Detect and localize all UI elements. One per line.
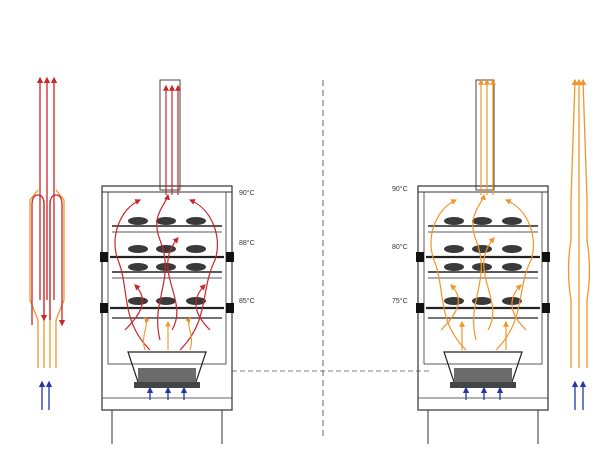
left-bracket-3 [100, 303, 108, 313]
right-bracket-2 [542, 252, 550, 262]
right-housing [417, 185, 549, 411]
right-bracket-3 [416, 303, 424, 313]
left-wood-fire [138, 368, 196, 382]
right-warm-line-3 [579, 78, 591, 368]
left-fire-grate [134, 382, 200, 388]
right-flow-schematic [567, 78, 591, 410]
right-wood-fire [454, 368, 512, 382]
right-temp-top: 90°C [392, 186, 408, 193]
left-warm-line-4 [55, 189, 65, 368]
right-warm-airflow [430, 78, 535, 351]
left-bracket-1 [100, 252, 108, 262]
right-bracket-4 [542, 303, 550, 313]
right-smokehouse [416, 78, 550, 444]
right-fire-grate [450, 382, 516, 388]
left-temp-bottom: 85°C [239, 298, 255, 305]
left-bracket-2 [226, 252, 234, 262]
right-chimney [475, 79, 495, 191]
left-smokehouse [100, 79, 234, 444]
left-hot-loop-2 [49, 194, 66, 327]
left-warm-airflow [143, 317, 192, 351]
left-hot-airflow [114, 84, 219, 351]
right-temp-middle: 80°C [392, 244, 408, 251]
left-flow-schematic [29, 76, 66, 410]
right-bracket-1 [416, 252, 424, 262]
right-temp-bottom: 75°C [392, 298, 408, 305]
left-temp-top: 90°C [239, 190, 255, 197]
left-housing [101, 185, 233, 411]
left-bracket-4 [226, 303, 234, 313]
left-warm-line-1 [29, 189, 39, 368]
left-temp-middle: 88°C [239, 240, 255, 247]
left-chimney [159, 79, 181, 191]
right-warm-line-1 [567, 78, 579, 368]
left-hot-loop-1 [31, 194, 48, 325]
